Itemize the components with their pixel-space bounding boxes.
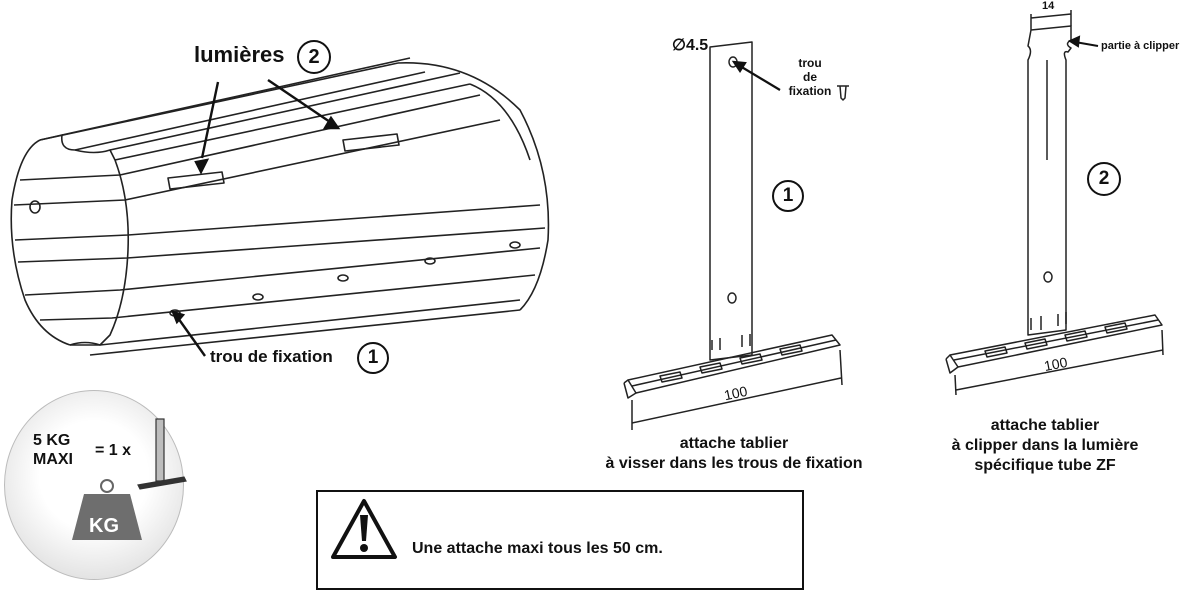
tube-hole-label: trou de fixation: [210, 347, 333, 366]
warning-box: [316, 490, 804, 590]
lumieres-number-badge: 2: [297, 40, 331, 74]
fastener2-caption-line2: à clipper dans la lumière: [951, 437, 1139, 454]
clip-width-label: 14: [1042, 0, 1055, 12]
weight-badge-line1: 5 KG: [33, 432, 71, 449]
clip-part-label: partie à clipper: [1101, 40, 1180, 52]
fastener1-caption-line1: attache tablier: [679, 435, 789, 452]
fastener-hole-label-line2: de: [802, 70, 817, 84]
fastener2-caption-line1: attache tablier: [990, 417, 1100, 434]
weight-badge-line2: MAXI: [33, 451, 73, 468]
weight-badge-equals: = 1 x: [95, 442, 132, 459]
warning-text: Une attache maxi tous les 50 cm.: [412, 540, 663, 557]
fastener1-number-badge: 1: [772, 180, 804, 212]
weight-icon-label: KG: [89, 515, 119, 537]
fastener2-caption-line3: spécifique tube ZF: [974, 457, 1116, 474]
warning-triangle-icon: [331, 499, 397, 559]
fastener2-caption: attache tablier à clipper dans la lumièr…: [930, 416, 1160, 476]
lumieres-label: lumières: [194, 42, 285, 67]
fastener-hole-label-line1: trou: [798, 56, 822, 70]
fastener1-caption: attache tablier à visser dans les trous …: [584, 434, 884, 474]
fastener-hole-label: trou de fixation: [782, 56, 838, 98]
tube-hole-number-badge: 1: [357, 342, 389, 374]
mini-fastener-icon: [137, 418, 187, 490]
weight-icon: [72, 479, 142, 540]
fastener1-caption-line2: à visser dans les trous de fixation: [605, 455, 863, 472]
diameter-label: ∅4.5: [672, 37, 709, 54]
fastener2-number-badge: 2: [1087, 162, 1121, 196]
fastener-hole-label-line3: fixation: [788, 84, 832, 98]
